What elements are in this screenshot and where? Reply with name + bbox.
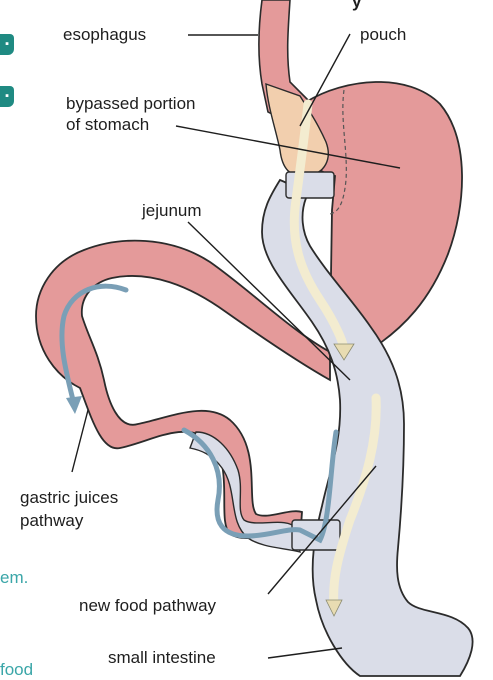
label-small-intestine: small intestine <box>108 647 216 668</box>
label-bypassed-line2: of stomach <box>66 114 149 135</box>
label-gastric-line2: pathway <box>20 510 83 531</box>
edge-fragment-top: y <box>352 0 361 12</box>
label-jejunum: jejunum <box>142 200 202 221</box>
leader-small-intestine <box>268 648 342 658</box>
edge-fragment-food: food <box>0 660 33 680</box>
label-bypassed-line1: bypassed portion <box>66 93 195 114</box>
lower-anastomosis-band <box>292 520 340 550</box>
edge-fragment-em: em. <box>0 568 28 588</box>
label-gastric-line1: gastric juices <box>20 487 118 508</box>
label-new-food-pathway: new food pathway <box>79 595 216 616</box>
tab-marker-icon: ▪ <box>0 34 14 55</box>
label-esophagus: esophagus <box>63 24 146 45</box>
juice-arrowhead <box>66 396 82 414</box>
leader-gastric <box>72 410 88 472</box>
label-pouch: pouch <box>360 24 406 45</box>
tab-marker-icon: ▪ <box>0 86 14 107</box>
